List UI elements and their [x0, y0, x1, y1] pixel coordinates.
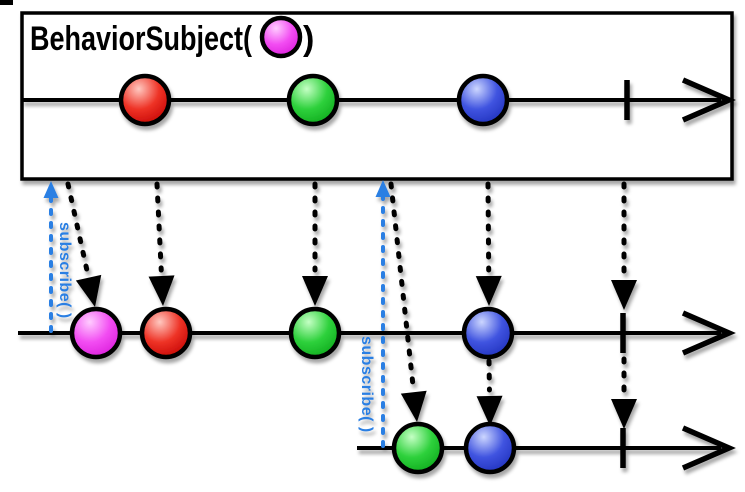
- emission-arrow: [388, 181, 427, 422]
- emission-arrowhead-icon: [75, 274, 102, 307]
- marble-green: [391, 421, 445, 475]
- emission-arrowhead-icon: [611, 280, 637, 310]
- emission-arrowhead-icon: [302, 276, 328, 306]
- emission-arrowhead-icon: [400, 390, 427, 422]
- emission-arrowhead-icon: [148, 275, 175, 306]
- emission-arrow: [611, 181, 637, 310]
- marble-red: [118, 73, 172, 127]
- marble-green: [286, 73, 340, 127]
- emission-arrow: [148, 181, 175, 306]
- subscribe-label: subscribe( ): [56, 222, 73, 319]
- timeline-source: [22, 73, 736, 127]
- timeline-arrowhead-icon: [681, 425, 736, 471]
- timeline-arrowhead-icon: [681, 77, 736, 123]
- emission-arrow: [475, 181, 502, 306]
- subscribe-label: subscribe( ): [358, 336, 375, 433]
- emission-arrow: [302, 181, 328, 306]
- emission-dash: [485, 181, 492, 273]
- marble-green: [288, 306, 342, 360]
- initial-value-marble: [259, 15, 303, 59]
- timeline-subscriber-1: [18, 306, 736, 360]
- marble-blue: [463, 421, 517, 475]
- title-suffix: ): [303, 20, 314, 58]
- subscribe-call: subscribe( ): [358, 180, 391, 448]
- marble-blue: [461, 306, 515, 360]
- emission-dash: [388, 181, 416, 389]
- emission-arrow: [611, 356, 637, 429]
- title-prefix: BehaviorSubject(: [30, 20, 253, 58]
- timeline-subscriber-2: [357, 421, 736, 475]
- marble-magenta: [69, 306, 123, 360]
- emission-dash: [65, 181, 90, 275]
- emission-dash: [154, 181, 164, 273]
- subscribe-arrowhead-icon: [375, 180, 391, 197]
- emission-arrowhead-icon: [475, 275, 502, 306]
- emission-arrow: [476, 358, 503, 426]
- emission-arrowhead-icon: [611, 399, 637, 429]
- subscribe-arrowhead-icon: [43, 181, 59, 198]
- marble-blue: [456, 73, 510, 127]
- marble-red: [139, 306, 193, 360]
- subscribe-call: subscribe( ): [43, 181, 73, 333]
- emission-arrow: [65, 181, 102, 307]
- corner-artifact: [0, 0, 13, 5]
- timeline-arrowhead-icon: [681, 310, 736, 356]
- emission-arrowhead-icon: [476, 395, 503, 426]
